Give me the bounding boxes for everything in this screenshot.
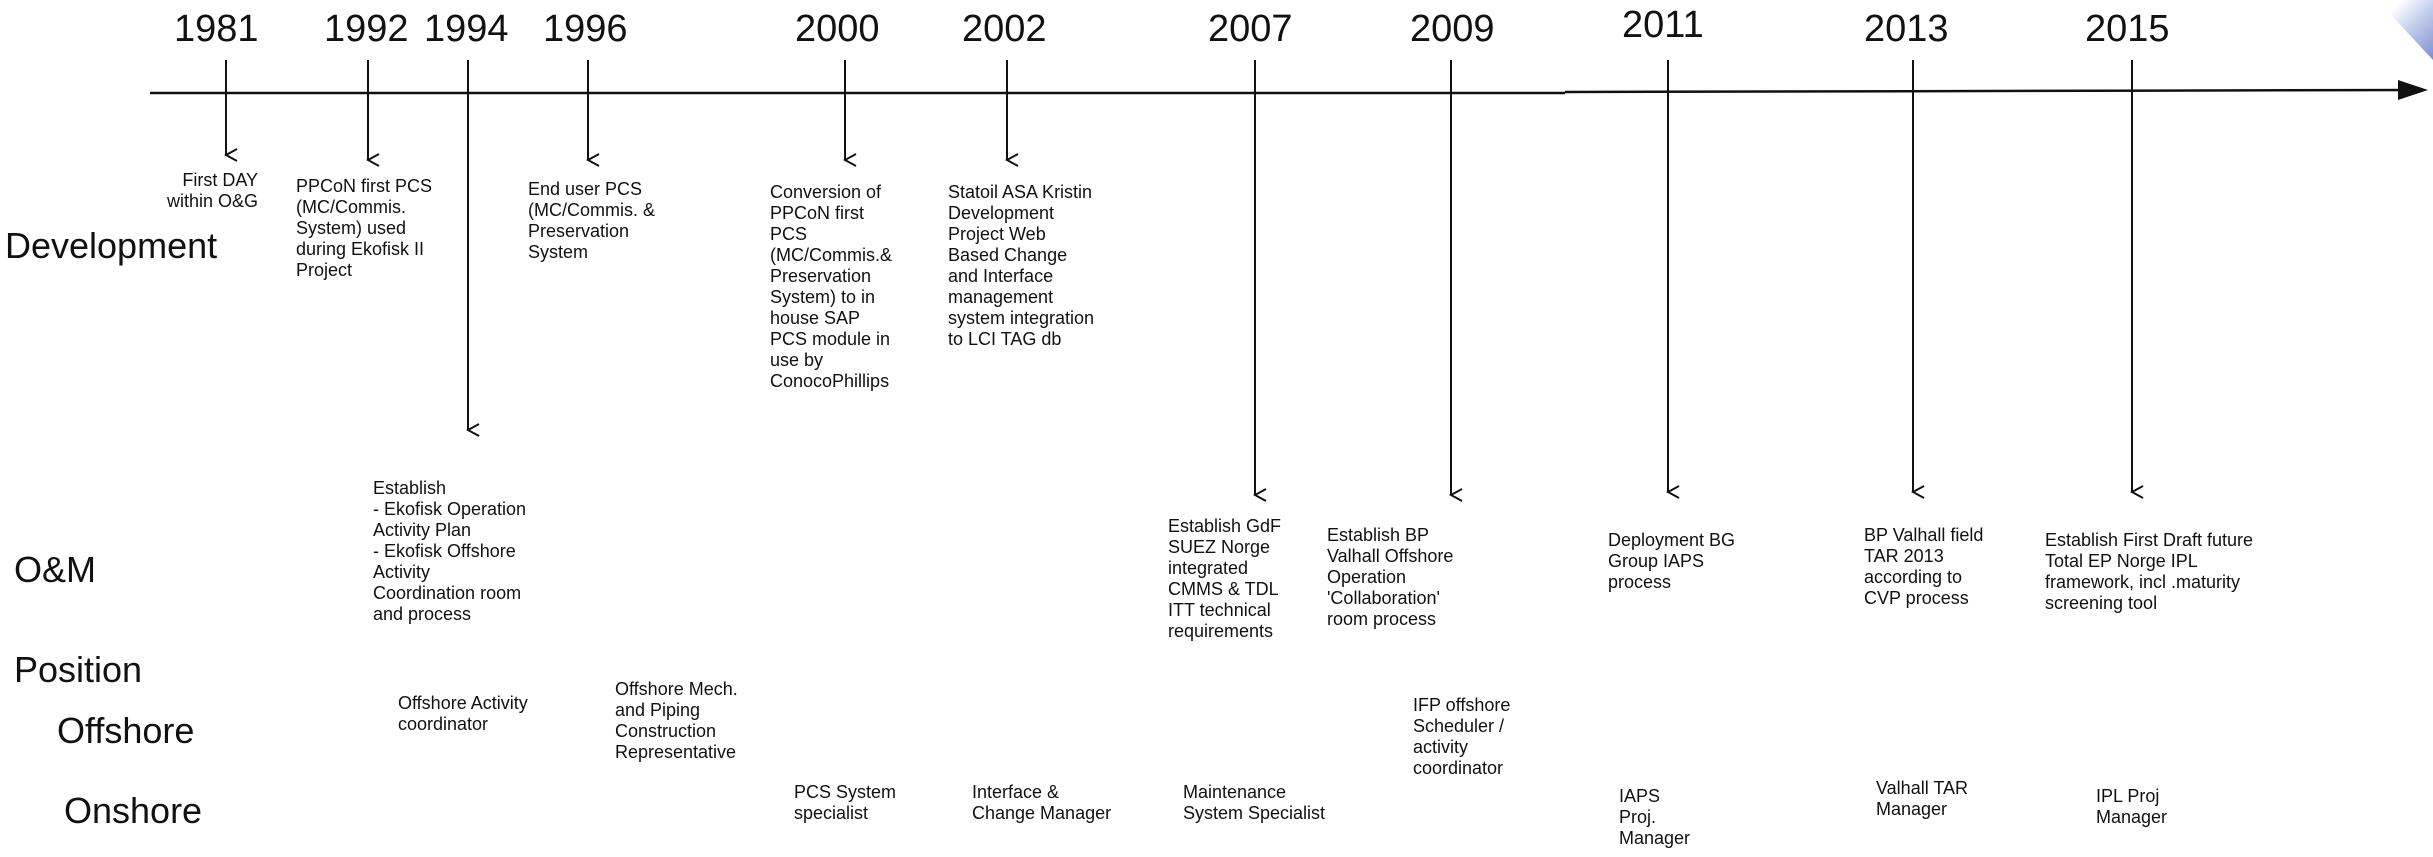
row-label-onshore: Onshore bbox=[64, 790, 203, 831]
note-2013-om: BP Valhall field TAR 2013 according to C… bbox=[1864, 525, 1984, 608]
position-interface-change-manager: Interface & Change Manager bbox=[972, 782, 1112, 823]
position-valhall-tar-manager: Valhall TAR Manager bbox=[1876, 778, 1969, 819]
year-2007: 2007 bbox=[1208, 8, 1293, 50]
row-label-om: O&M bbox=[14, 549, 97, 590]
row-label-position: Position bbox=[14, 649, 143, 690]
year-1992: 1992 bbox=[324, 8, 409, 50]
note-1981-development: First DAY within O&G bbox=[166, 170, 258, 211]
note-2009-om: Establish BP Valhall Offshore Operation … bbox=[1327, 525, 1454, 629]
year-1996: 1996 bbox=[543, 8, 628, 50]
year-2015: 2015 bbox=[2085, 8, 2170, 50]
arrowhead-right-icon bbox=[2398, 80, 2428, 100]
note-2000-development: Conversion of PPCoN first PCS (MC/Commis… bbox=[770, 182, 892, 391]
position-ifp-offshore-scheduler: IFP offshore Scheduler / activity coordi… bbox=[1413, 695, 1511, 778]
note-2002-development: Statoil ASA Kristin Development Project … bbox=[948, 182, 1095, 349]
year-2002: 2002 bbox=[962, 8, 1047, 50]
position-pcs-system-specialist: PCS System specialist bbox=[794, 782, 897, 823]
row-label-offshore: Offshore bbox=[57, 710, 195, 751]
note-1996-development: End user PCS (MC/Commis. & Preservation … bbox=[528, 179, 655, 262]
year-2009: 2009 bbox=[1410, 8, 1495, 50]
note-2015-om: Establish First Draft future Total EP No… bbox=[2045, 530, 2254, 613]
year-1981: 1981 bbox=[174, 8, 259, 50]
note-2007-om: Establish GdF SUEZ Norge integrated CMMS… bbox=[1168, 516, 1282, 641]
timeline-axis-right bbox=[1564, 88, 2416, 94]
position-offshore-activity-coordinator: Offshore Activity coordinator bbox=[398, 693, 528, 734]
year-2000: 2000 bbox=[795, 8, 880, 50]
note-2011-om: Deployment BG Group IAPS process bbox=[1608, 530, 1736, 592]
position-ipl-proj-manager: IPL Proj Manager bbox=[2096, 786, 2168, 827]
year-2013: 2013 bbox=[1864, 8, 1949, 50]
note-1992-development: PPCoN first PCS (MC/Commis. System) used… bbox=[296, 176, 433, 280]
position-offshore-mech-piping: Offshore Mech. and Piping Construction R… bbox=[615, 679, 738, 762]
note-1994-om: Establish - Ekofisk Operation Activity P… bbox=[373, 478, 527, 624]
position-maintenance-system-specialist: Maintenance System Specialist bbox=[1183, 782, 1326, 823]
position-iaps-proj-manager: IAPS Proj. Manager bbox=[1619, 786, 1691, 848]
row-label-development: Development bbox=[5, 225, 218, 266]
year-2011: 2011 bbox=[1622, 4, 1704, 46]
year-1994: 1994 bbox=[424, 8, 509, 50]
